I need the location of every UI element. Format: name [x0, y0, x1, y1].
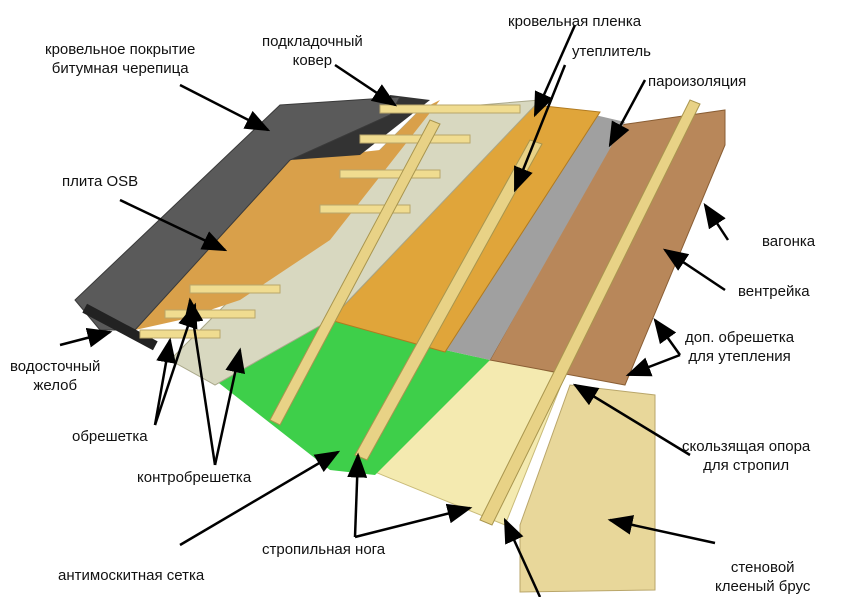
- label-insulation: утеплитель: [572, 43, 651, 60]
- label-line: доп. обрешетка: [685, 329, 795, 346]
- label-counter-batten: контробрешетка: [137, 469, 252, 486]
- label-mosquito-net: антимоскитная сетка: [58, 567, 205, 584]
- label-underlay: подкладочный ковер: [262, 32, 363, 70]
- vapor-barrier: [445, 115, 625, 360]
- label-extra-batten: доп. обрешетка для утепления: [685, 328, 794, 366]
- label-vapor-barrier: пароизоляция: [648, 73, 747, 90]
- osb-board: [135, 100, 440, 330]
- rafters: [269, 99, 701, 526]
- label-line: стеновой: [730, 559, 795, 576]
- label-batten: обрешетка: [72, 428, 148, 445]
- label-line: желоб: [33, 377, 78, 394]
- label-lining: вагонка: [762, 233, 816, 250]
- label-wall-beam: стеновой клееный брус: [715, 558, 810, 596]
- label-vent-batten: вентрейка: [738, 283, 810, 300]
- label-line: клееный брус: [715, 578, 811, 595]
- label-gutter: водосточный желоб: [10, 357, 100, 395]
- gutter: [82, 303, 158, 351]
- label-line: ковер: [292, 52, 333, 69]
- label-line: для утепления: [688, 348, 791, 365]
- wall-gable: [519, 384, 656, 593]
- label-line: водосточный: [10, 358, 101, 375]
- label-line: кровельное покрытие: [45, 41, 196, 58]
- label-line: битумная черепица: [51, 60, 189, 77]
- label-osb: плита OSB: [62, 173, 139, 190]
- label-line: подкладочный: [262, 33, 363, 50]
- battens: [139, 104, 521, 339]
- label-line: для стропил: [703, 457, 790, 474]
- label-sliding-support: скользящая опора для стропил: [682, 437, 810, 475]
- label-line: скользящая опора: [682, 438, 811, 455]
- label-rafter: стропильная нога: [262, 541, 386, 558]
- label-roof-covering: кровельное покрытие битумная черепица: [45, 40, 195, 78]
- arrows: [59, 24, 730, 597]
- label-roof-film: кровельная пленка: [508, 13, 642, 30]
